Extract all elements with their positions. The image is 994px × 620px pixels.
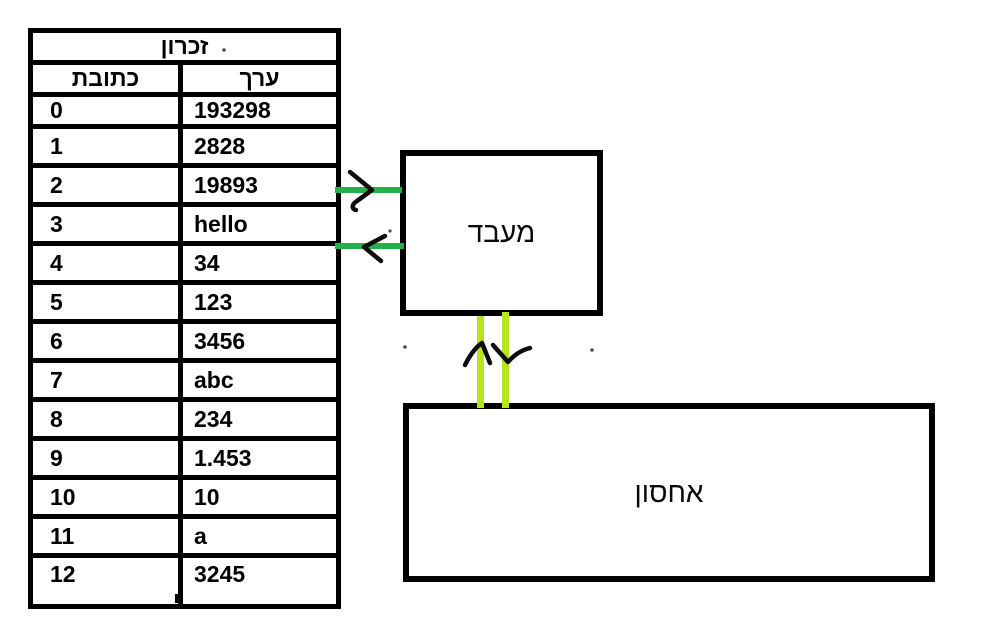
- value-cell: 234: [177, 397, 342, 441]
- memory-row: 8 234: [28, 397, 342, 441]
- value-cell: 34: [177, 241, 342, 285]
- value-cell: 123: [177, 280, 342, 324]
- ink-speck: [403, 345, 407, 349]
- value-cell: 3456: [177, 319, 342, 363]
- storage-box: אחסון: [403, 403, 935, 582]
- memory-row: 0 193298: [28, 92, 342, 129]
- memory-table: זכרון כתובת ערך 0 193298 1 2828 2 19893 …: [27, 28, 342, 609]
- address-cell: 6: [28, 319, 183, 363]
- address-cell: 1: [28, 124, 183, 168]
- memory-row: 3 hello: [28, 202, 342, 246]
- arrow-down-icon: [490, 342, 533, 365]
- memory-row: 11 a: [28, 514, 342, 558]
- address-cell: 12: [28, 553, 183, 609]
- memory-row: 9 1.453: [28, 436, 342, 480]
- memory-row: 7 abc: [28, 358, 342, 402]
- memory-to-cpu-bus-line: [335, 187, 402, 193]
- processor-label: מעבד: [467, 217, 536, 248]
- value-cell: hello: [177, 202, 342, 246]
- address-cell: 11: [28, 514, 183, 558]
- address-cell: 7: [28, 358, 183, 402]
- value-cell: abc: [177, 358, 342, 402]
- address-cell: 4: [28, 241, 183, 285]
- value-cell: 1.453: [177, 436, 342, 480]
- memory-row: 12 3245: [28, 553, 342, 609]
- memory-row: 2 19893: [28, 163, 342, 207]
- memory-row: 10 10: [28, 475, 342, 519]
- value-cell: 193298: [177, 92, 342, 129]
- storage-label: אחסון: [634, 476, 704, 508]
- value-cell: 2828: [177, 124, 342, 168]
- value-cell: 3245: [177, 553, 342, 609]
- address-cell: 3: [28, 202, 183, 246]
- address-cell: 8: [28, 397, 183, 441]
- ink-speck: [590, 348, 594, 352]
- value-cell: 19893: [177, 163, 342, 207]
- address-cell: 10: [28, 475, 183, 519]
- cpu-to-storage-bus-line: [502, 312, 509, 408]
- storage-to-cpu-bus-line: [477, 316, 484, 408]
- memory-header-row: כתובת ערך: [28, 60, 342, 97]
- memory-row: 4 34: [28, 241, 342, 285]
- value-column-header: ערך: [177, 60, 342, 97]
- address-cell: 0: [28, 92, 183, 129]
- memory-row: 1 2828: [28, 124, 342, 168]
- processor-box: מעבד: [400, 150, 603, 316]
- ink-speck: [388, 229, 392, 233]
- address-cell: 9: [28, 436, 183, 480]
- value-cell: a: [177, 514, 342, 558]
- address-cell: 2: [28, 163, 183, 207]
- memory-title-row: זכרון: [27, 28, 342, 65]
- address-cell: 5: [28, 280, 183, 324]
- table-divider-stub: [175, 594, 183, 603]
- memory-title: זכרון: [27, 28, 342, 65]
- memory-row: 5 123: [28, 280, 342, 324]
- memory-row: 6 3456: [28, 319, 342, 363]
- address-column-header: כתובת: [28, 60, 183, 97]
- value-cell: 10: [177, 475, 342, 519]
- cpu-to-memory-bus-line: [335, 243, 404, 249]
